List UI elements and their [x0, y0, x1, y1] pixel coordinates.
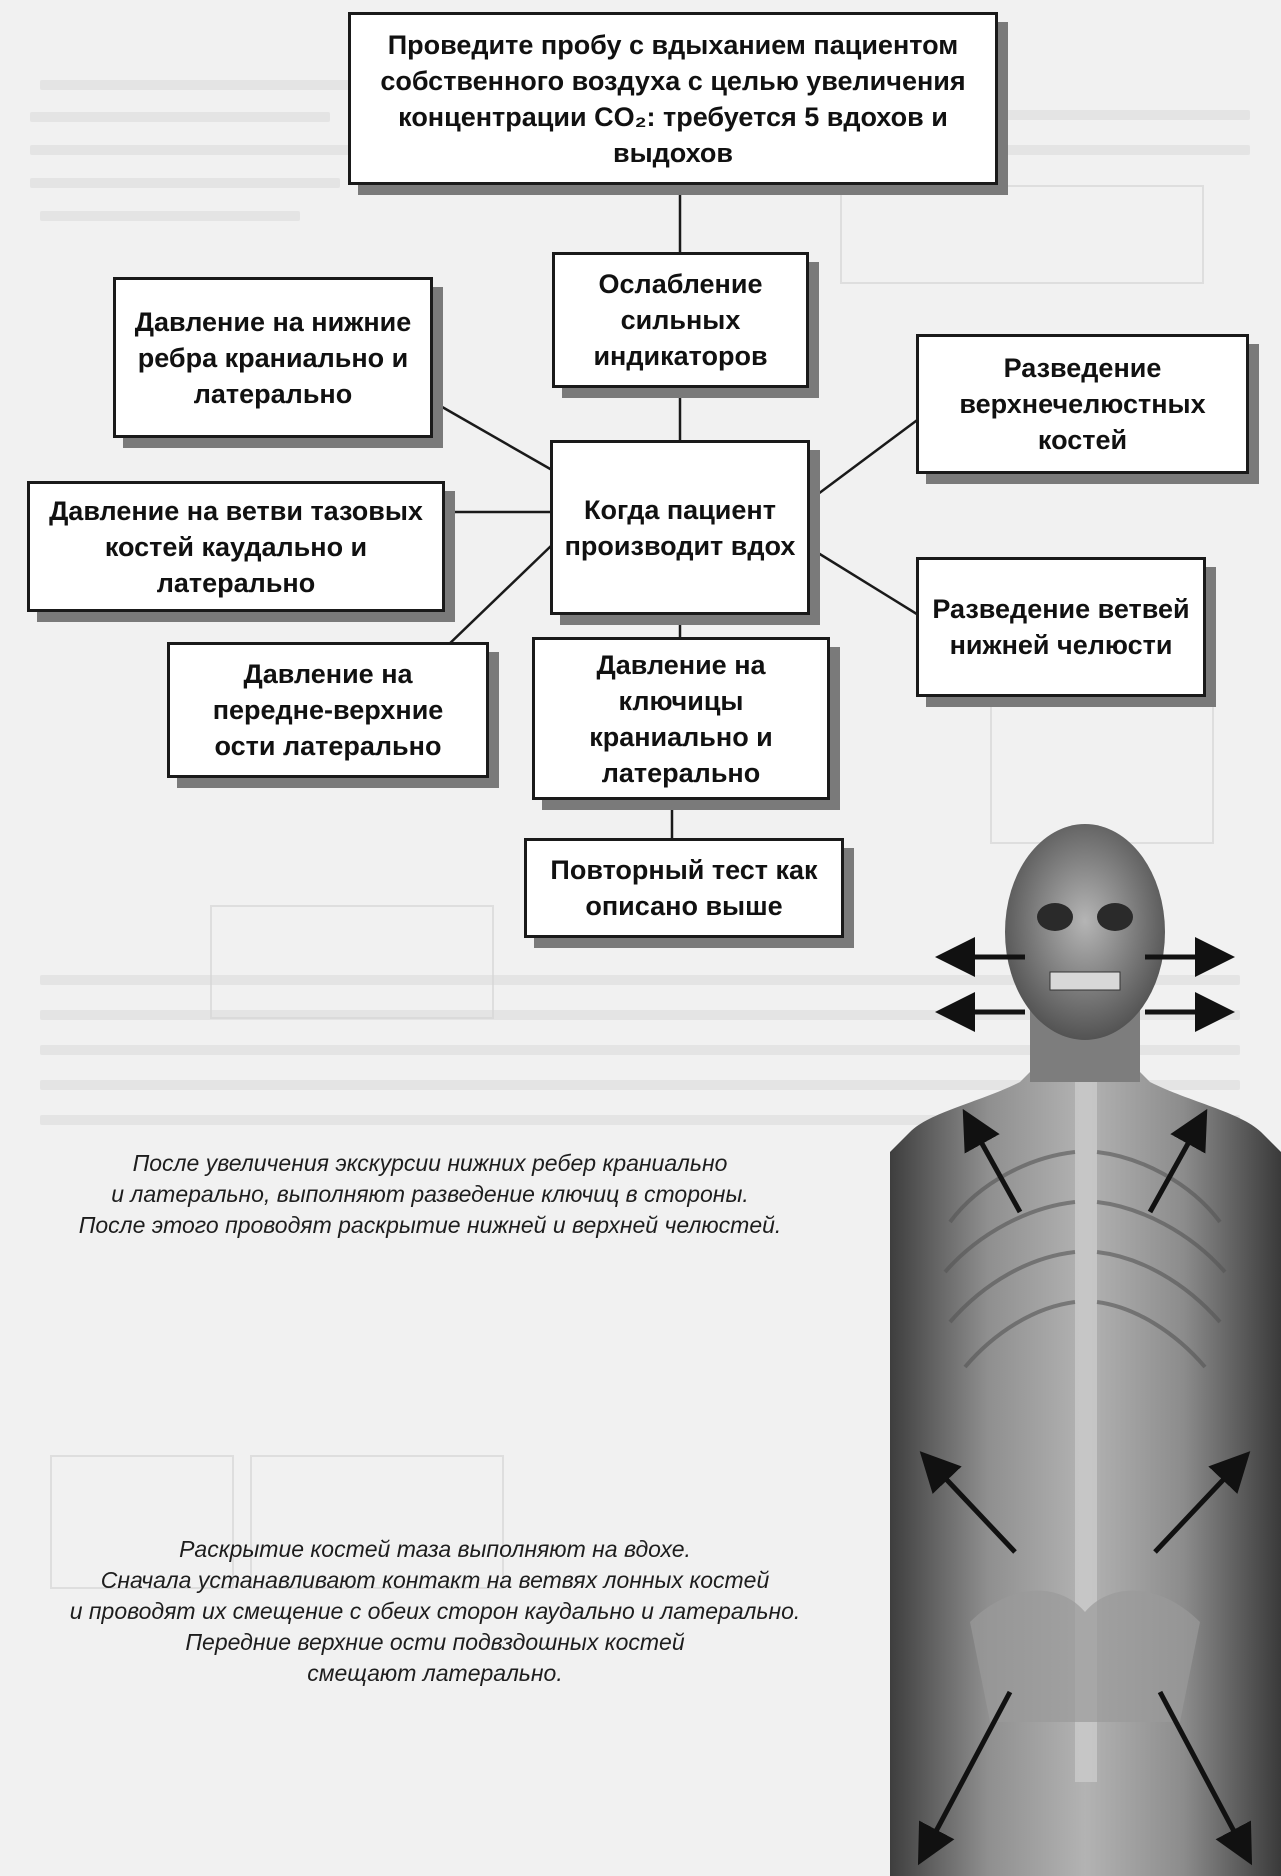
anatomy-figure-illustration: [890, 822, 1281, 1876]
node-co2-test-text: Проведите пробу с вдыханием пациентом со…: [361, 27, 985, 171]
caption-lower: Раскрытие костей таза выполняют на вдохе…: [20, 1534, 850, 1689]
node-clavicles-text: Давление на ключицы краниально и латерал…: [545, 647, 817, 791]
node-retest: Повторный тест как описано выше: [524, 838, 844, 938]
teeth: [1050, 972, 1120, 990]
caption-upper: После увеличения экскурсии нижних ребер …: [30, 1148, 830, 1241]
node-pelvis-branches: Давление на ветви тазовых костей каудаль…: [27, 481, 445, 612]
node-asis: Давление на передне-верхние ости латерал…: [167, 642, 489, 778]
link-ribs-to-center: [430, 400, 552, 470]
link-asis-to-center: [445, 545, 552, 648]
node-mandible-text: Разведение ветвей нижней челюсти: [929, 591, 1193, 663]
link-maxilla-to-center: [810, 418, 920, 500]
node-clavicles: Давление на ключицы краниально и латерал…: [532, 637, 830, 800]
node-inhale-center-text: Когда пациент производит вдох: [563, 492, 797, 564]
node-maxilla-text: Разведение верхнечелюстных костей: [929, 350, 1236, 458]
node-co2-test: Проведите пробу с вдыханием пациентом со…: [348, 12, 998, 185]
head-shape: [1005, 824, 1165, 1040]
node-lower-ribs: Давление на нижние ребра краниально и ла…: [113, 277, 433, 438]
link-mandible-to-center: [810, 548, 920, 616]
node-retest-text: Повторный тест как описано выше: [537, 852, 831, 924]
node-lower-ribs-text: Давление на нижние ребра краниально и ла…: [126, 304, 420, 412]
left-eye-socket: [1037, 903, 1073, 931]
node-maxilla: Разведение верхнечелюстных костей: [916, 334, 1249, 474]
node-asis-text: Давление на передне-верхние ости латерал…: [180, 656, 476, 764]
node-weak-indicators: Ослабление сильных индикаторов: [552, 252, 809, 388]
node-mandible: Разведение ветвей нижней челюсти: [916, 557, 1206, 697]
right-eye-socket: [1097, 903, 1133, 931]
node-pelvis-branches-text: Давление на ветви тазовых костей каудаль…: [40, 493, 432, 601]
node-inhale-center: Когда пациент производит вдох: [550, 440, 810, 615]
node-weak-indicators-text: Ослабление сильных индикаторов: [565, 266, 796, 374]
